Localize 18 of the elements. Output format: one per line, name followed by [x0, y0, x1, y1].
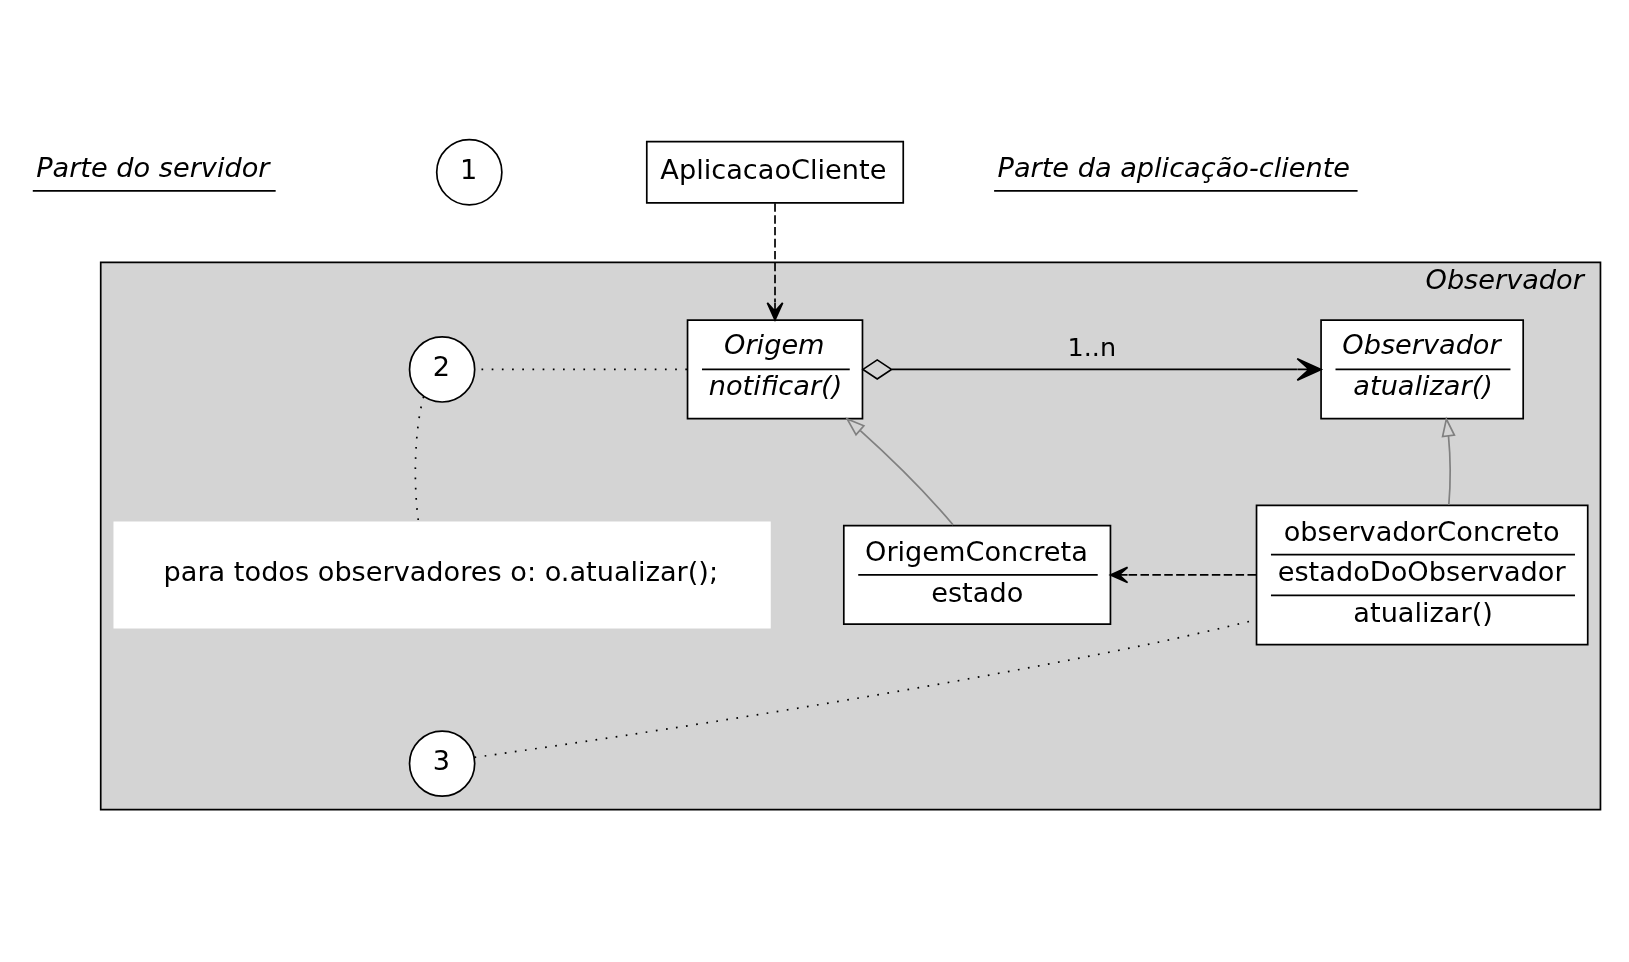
node-box: observadorConcreto estadoDoObservador atualizar() [1255, 503, 1589, 645]
arrow [766, 202, 784, 321]
node-box: OrigemConcreta estado [842, 524, 1112, 625]
arrow [845, 416, 955, 526]
node-circle: 3 [408, 729, 476, 797]
arrow [861, 357, 1322, 381]
node-circle: 1 [435, 138, 503, 206]
node-box: Origem notificar() [686, 318, 864, 420]
label: Parte da aplicação-cliente [997, 151, 1351, 183]
node-box: para todos observadores o: o.atualizar(); [113, 520, 771, 628]
arrow [1109, 565, 1257, 583]
connector [414, 395, 425, 522]
arrow [1441, 415, 1456, 506]
label: Parte do servidor [36, 151, 270, 183]
node-box: Observador atualizar() [1320, 318, 1525, 420]
node-box: AplicacaoCliente [645, 140, 905, 204]
edge-label: 1..n [1067, 331, 1117, 362]
node-circle: 2 [408, 335, 476, 403]
